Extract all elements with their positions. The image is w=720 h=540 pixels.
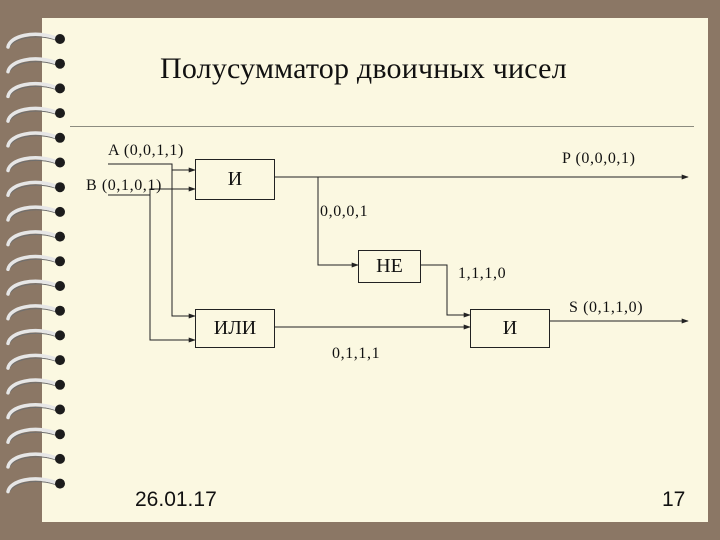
gate-and-1: И <box>195 159 275 200</box>
wire-input-a <box>108 163 196 173</box>
spiral-ring <box>6 254 65 272</box>
wire-b-to-or <box>149 195 196 343</box>
output-s-label: S (0,1,1,0) <box>569 299 644 316</box>
spiral-ring <box>6 230 65 247</box>
input-a-label: A (0,0,1,1) <box>108 142 184 159</box>
not-output-signal: 1,1,1,0 <box>458 265 507 282</box>
spiral-ring <box>6 82 65 99</box>
gate-and-2: И <box>470 309 550 348</box>
spiral-ring <box>6 32 65 49</box>
input-b-label: B (0,1,0,1) <box>86 177 162 194</box>
slide-page-number: 17 <box>662 488 686 511</box>
wire-not-to-and2 <box>420 264 471 318</box>
spiral-ring <box>6 156 65 173</box>
gate-or: ИЛИ <box>195 309 275 348</box>
spiral-ring <box>6 279 65 296</box>
spiral-ring <box>6 353 65 370</box>
spiral-ring <box>6 427 65 444</box>
spiral-ring <box>6 304 65 321</box>
title-divider <box>70 126 694 127</box>
spiral-ring <box>6 57 65 74</box>
wire-and1-to-not <box>317 177 359 268</box>
gate-not: НЕ <box>358 250 421 283</box>
spiral-ring <box>6 131 65 148</box>
spiral-ring <box>6 452 65 469</box>
output-p-label: P (0,0,0,1) <box>562 150 636 167</box>
spiral-ring <box>6 329 65 346</box>
spiral-ring <box>6 180 65 197</box>
wire-a-to-or <box>171 164 196 319</box>
or-output-signal: 0,1,1,1 <box>332 345 381 362</box>
and1-output-signal: 0,0,0,1 <box>320 203 369 220</box>
spiral-ring <box>6 378 65 395</box>
spiral-ring <box>6 205 65 222</box>
slide-date: 26.01.17 <box>135 488 217 511</box>
spiral-ring <box>6 403 65 420</box>
spiral-ring <box>6 477 65 494</box>
spiral-binding <box>6 32 65 494</box>
spiral-ring <box>6 106 65 123</box>
wire-input-b <box>108 186 196 196</box>
slide-title: Полусумматор двоичных чисел <box>160 52 567 85</box>
